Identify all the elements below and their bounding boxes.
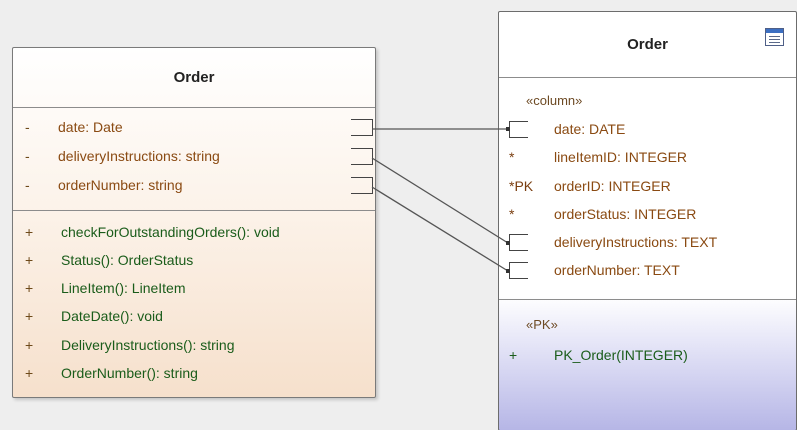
visibility-marker: + [25, 280, 34, 296]
visibility-marker: + [25, 365, 34, 381]
pk-stereotype: «PK» [526, 317, 558, 332]
attribute-port-icon [351, 177, 373, 194]
table-column-row[interactable]: deliveryInstructions: TEXT [499, 232, 796, 252]
column-stereotype: «column» [526, 93, 583, 108]
attribute-text: deliveryInstructions: string [58, 148, 220, 164]
operation-text: DateDate(): void [61, 308, 163, 324]
table-column-row[interactable]: date: DATE [499, 119, 796, 139]
class-operation-row[interactable]: + checkForOutstandingOrders(): void [13, 222, 375, 242]
pk-operation-row[interactable]: + PK_Order(INTEGER) [499, 345, 796, 365]
table-columns-compartment: «column» date: DATE * lineItemID: INTEGE… [499, 78, 796, 300]
class-attribute-row[interactable]: - date: Date [13, 117, 375, 137]
attribute-port-icon [351, 119, 373, 136]
operation-text: Status(): OrderStatus [61, 252, 194, 268]
visibility-marker: + [25, 252, 34, 268]
attribute-port-icon [351, 148, 373, 165]
column-marker: * [509, 206, 515, 222]
visibility-marker: + [509, 347, 518, 363]
operation-text: checkForOutstandingOrders(): void [61, 224, 280, 240]
class-order[interactable]: Order - date: Date - deliveryInstruction… [12, 47, 376, 398]
connector-delivery-instructions[interactable] [371, 157, 509, 244]
class-operation-row[interactable]: + DeliveryInstructions(): string [13, 335, 375, 355]
attribute-text: orderNumber: string [58, 177, 183, 193]
visibility-marker: + [25, 224, 34, 240]
class-operation-row[interactable]: + LineItem(): LineItem [13, 278, 375, 298]
table-order[interactable]: Order «column» date: DATE * lineItemID: … [498, 11, 797, 430]
table-column-row[interactable]: *PK orderID: INTEGER [499, 176, 796, 196]
column-text: orderStatus: INTEGER [554, 206, 697, 222]
class-attribute-row[interactable]: - deliveryInstructions: string [13, 146, 375, 166]
table-column-row[interactable]: orderNumber: TEXT [499, 260, 796, 280]
attribute-text: date: Date [58, 119, 123, 135]
column-marker: *PK [509, 178, 534, 194]
column-text: date: DATE [554, 121, 626, 137]
column-text: lineItemID: INTEGER [554, 149, 688, 165]
visibility-marker: - [25, 177, 30, 193]
column-text: deliveryInstructions: TEXT [554, 234, 718, 250]
visibility-marker: - [25, 119, 30, 135]
column-text: orderNumber: TEXT [554, 262, 680, 278]
class-operation-row[interactable]: + OrderNumber(): string [13, 363, 375, 383]
column-text: orderID: INTEGER [554, 178, 671, 194]
operation-text: DeliveryInstructions(): string [61, 337, 235, 353]
connector-order-number[interactable] [371, 186, 509, 272]
table-title: Order [499, 12, 796, 78]
table-column-row[interactable]: * orderStatus: INTEGER [499, 204, 796, 224]
operation-text: LineItem(): LineItem [61, 280, 186, 296]
column-port-icon [509, 262, 528, 279]
visibility-marker: + [25, 337, 34, 353]
class-attribute-row[interactable]: - orderNumber: string [13, 175, 375, 195]
class-operation-row[interactable]: + Status(): OrderStatus [13, 250, 375, 270]
class-operations-compartment: + checkForOutstandingOrders(): void + St… [13, 211, 375, 399]
class-title: Order [13, 48, 375, 108]
class-operation-row[interactable]: + DateDate(): void [13, 306, 375, 326]
table-icon [765, 28, 784, 46]
operation-text: OrderNumber(): string [61, 365, 198, 381]
column-port-icon [509, 234, 528, 251]
column-port-icon [509, 121, 528, 138]
table-column-row[interactable]: * lineItemID: INTEGER [499, 147, 796, 167]
class-attributes-compartment: - date: Date - deliveryInstructions: str… [13, 108, 375, 211]
pk-operation-text: PK_Order(INTEGER) [554, 347, 688, 363]
visibility-marker: + [25, 308, 34, 324]
column-marker: * [509, 149, 515, 165]
visibility-marker: - [25, 148, 30, 164]
